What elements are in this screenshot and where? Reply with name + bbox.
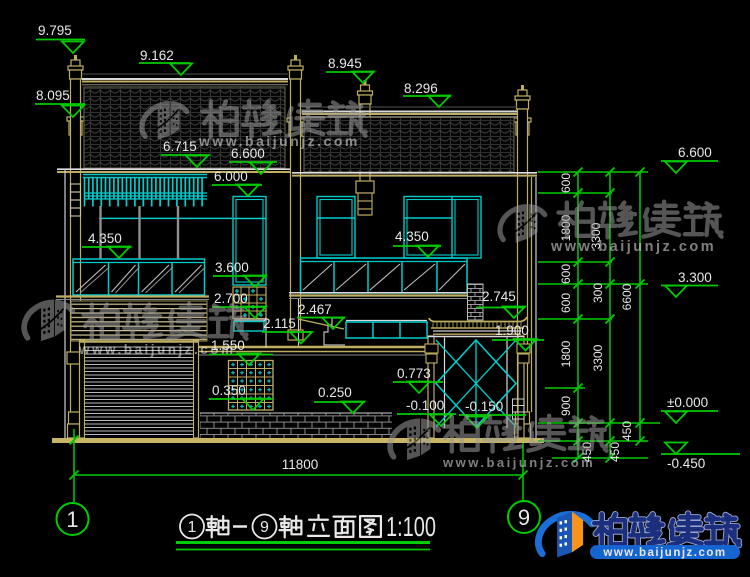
svg-text:3300: 3300	[591, 344, 605, 371]
svg-text:450: 450	[620, 421, 634, 441]
svg-text:6600: 6600	[620, 283, 634, 310]
svg-text:1:100: 1:100	[386, 511, 436, 542]
svg-text:9: 9	[518, 505, 530, 530]
svg-text:4.350: 4.350	[88, 231, 122, 246]
svg-text:2.115: 2.115	[263, 316, 296, 331]
svg-text:0.773: 0.773	[397, 366, 431, 381]
svg-text:0.250: 0.250	[318, 385, 352, 400]
svg-text:8.296: 8.296	[404, 81, 438, 96]
svg-text:4.350: 4.350	[395, 229, 429, 244]
svg-text:3.300: 3.300	[678, 270, 712, 285]
svg-text:900: 900	[559, 396, 573, 416]
svg-text:600: 600	[559, 173, 573, 193]
svg-text:www.baijunjz.com: www.baijunjz.com	[198, 133, 360, 149]
svg-text:8.095: 8.095	[36, 88, 70, 103]
svg-text:2.700: 2.700	[214, 291, 248, 306]
svg-text:6.715: 6.715	[163, 139, 197, 154]
svg-text:0.350: 0.350	[212, 383, 246, 398]
svg-text:6.000: 6.000	[214, 169, 248, 184]
svg-text:±0.000: ±0.000	[667, 395, 708, 410]
svg-text:3.600: 3.600	[215, 260, 249, 275]
svg-text:1800: 1800	[559, 340, 573, 367]
svg-text:450: 450	[608, 442, 622, 462]
svg-text:600: 600	[559, 264, 573, 284]
svg-text:300: 300	[591, 283, 605, 303]
svg-text:-0.100: -0.100	[406, 398, 444, 413]
svg-text:www.baijunjz.com: www.baijunjz.com	[442, 455, 595, 470]
svg-text:2.467: 2.467	[298, 302, 332, 317]
svg-text:9: 9	[260, 519, 269, 536]
svg-text:www.baijunjz.com: www.baijunjz.com	[602, 547, 726, 559]
svg-text:6.600: 6.600	[231, 146, 265, 161]
svg-text:2.745: 2.745	[482, 289, 516, 304]
svg-text:www.baijunjz.com: www.baijunjz.com	[78, 342, 236, 357]
svg-text:www.baijunjz.com: www.baijunjz.com	[550, 239, 716, 255]
svg-text:-0.150: -0.150	[465, 399, 503, 414]
svg-text:9.795: 9.795	[38, 23, 72, 38]
svg-text:6.600: 6.600	[678, 145, 712, 160]
svg-text:1: 1	[188, 519, 197, 536]
svg-text:600: 600	[559, 293, 573, 313]
svg-text:1.550: 1.550	[211, 338, 245, 353]
svg-text:-0.450: -0.450	[667, 456, 705, 471]
svg-text:11800: 11800	[282, 457, 319, 472]
svg-text:9.162: 9.162	[140, 48, 174, 63]
svg-text:1: 1	[66, 507, 78, 532]
svg-text:8.945: 8.945	[328, 56, 362, 71]
svg-text:1.900: 1.900	[495, 323, 529, 338]
